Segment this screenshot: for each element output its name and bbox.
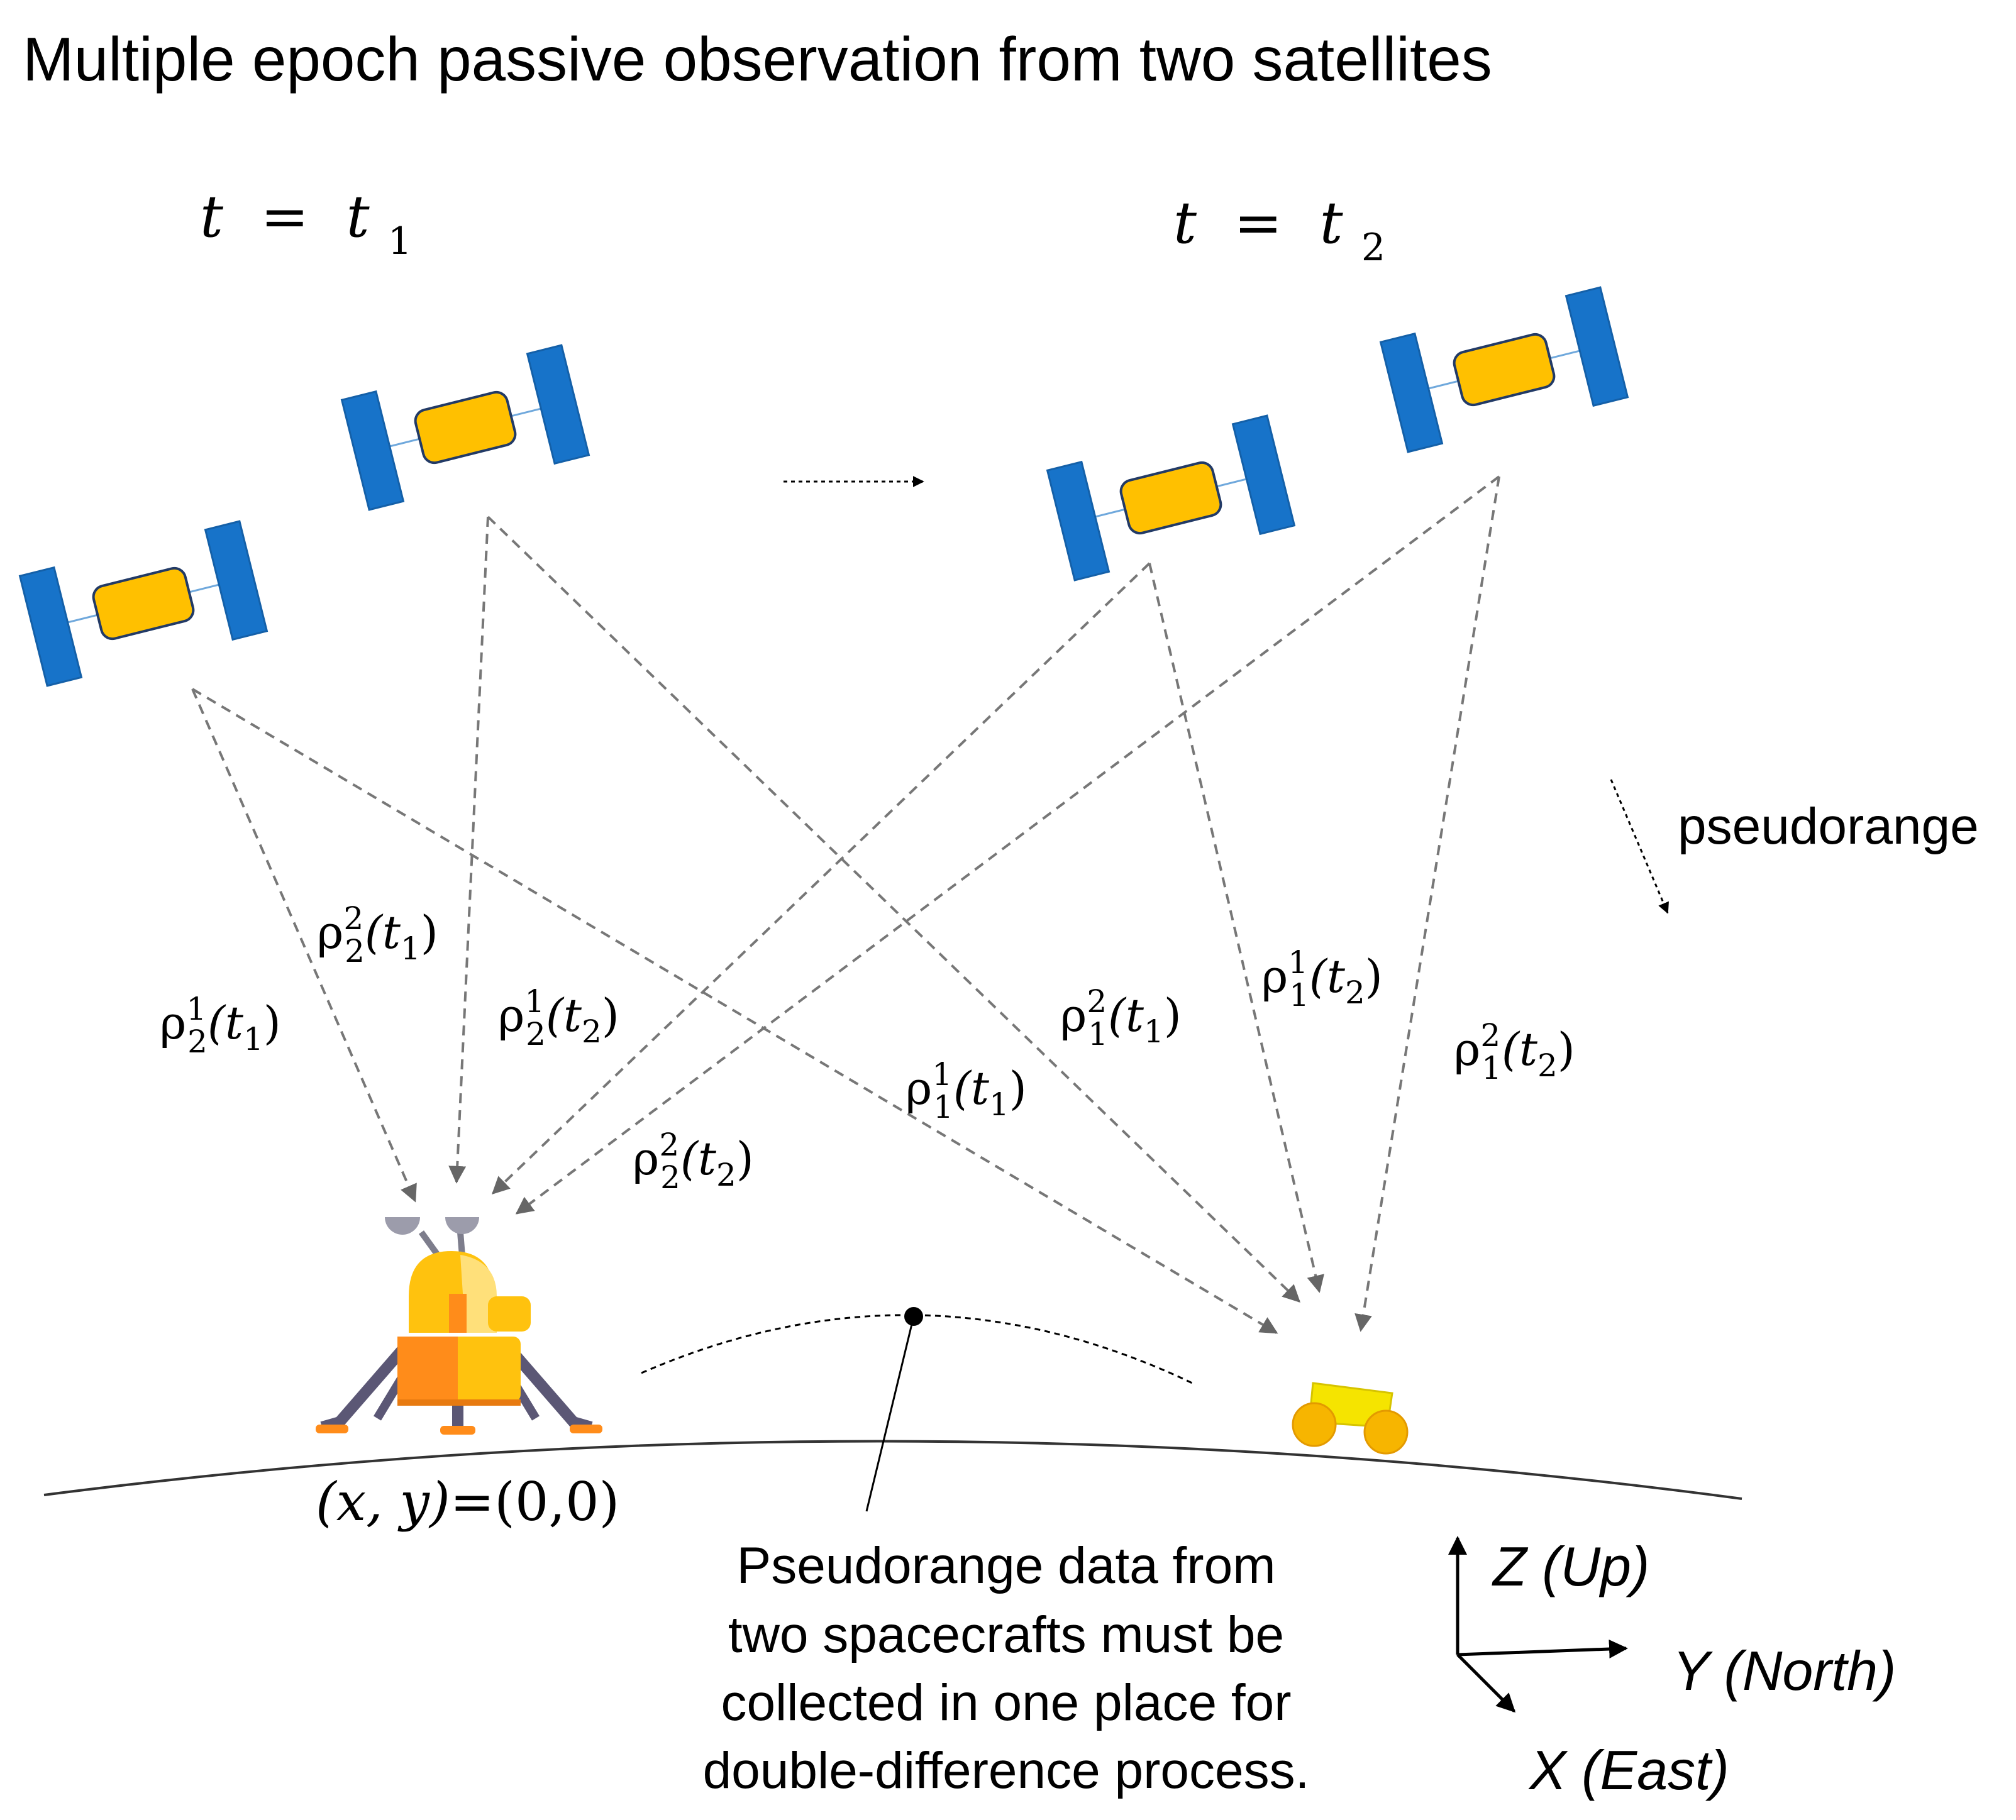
axis-y-label: Y (North) [1673, 1640, 1896, 1702]
satellite-2-t2 [1379, 286, 1629, 453]
diagram-title: Multiple epoch passive observation from … [23, 25, 1492, 94]
ray-s2t1-lander [448, 516, 489, 1184]
pseudorange-legend-arrow [1610, 779, 1669, 914]
epoch-label-t1: t = t 1 [200, 183, 412, 263]
note-line: double-difference process. [703, 1742, 1310, 1799]
ray-s1t1-lander [191, 688, 417, 1203]
origin-label: (x, y)=(0,0) [316, 1471, 619, 1533]
coordinate-axes: Z (Up) Y (North) X (East) [1448, 1535, 1896, 1801]
epoch-label-t2: t = t 2 [1173, 189, 1385, 270]
pseudorange-legend-label: pseudorange [1678, 798, 1979, 855]
axis-z-label: Z (Up) [1492, 1535, 1649, 1597]
pseudorange-rays [191, 475, 1500, 1334]
lunar-surface [43, 1440, 1742, 1500]
note-line: collected in one place for [721, 1674, 1291, 1731]
axis-x-label: X (East) [1528, 1739, 1729, 1801]
ray-s1t2-lander [491, 562, 1151, 1194]
satellite-2-t1 [340, 344, 590, 511]
note-line: two spacecrafts must be [728, 1606, 1284, 1663]
svg-text:t = t 2: t = t 2 [1173, 189, 1385, 270]
satellite-1-t2 [1046, 414, 1296, 582]
lunar-lander [316, 1217, 602, 1435]
ray-s1t1-rover [191, 688, 1278, 1334]
ray-s2t2-lander [515, 475, 1500, 1215]
note-text: Pseudorange data from two spacecrafts mu… [703, 1537, 1310, 1799]
ray-s2t1-rover [487, 516, 1301, 1303]
ray-s2t2-rover [1354, 476, 1500, 1332]
lunar-rover [1292, 1382, 1409, 1455]
note-line: Pseudorange data from [737, 1537, 1276, 1594]
satellite-1-t1 [18, 520, 269, 687]
callout-line [865, 1316, 915, 1512]
svg-text:t = t 1: t = t 1 [200, 183, 412, 263]
ray-s1t2-rover [1148, 563, 1324, 1293]
